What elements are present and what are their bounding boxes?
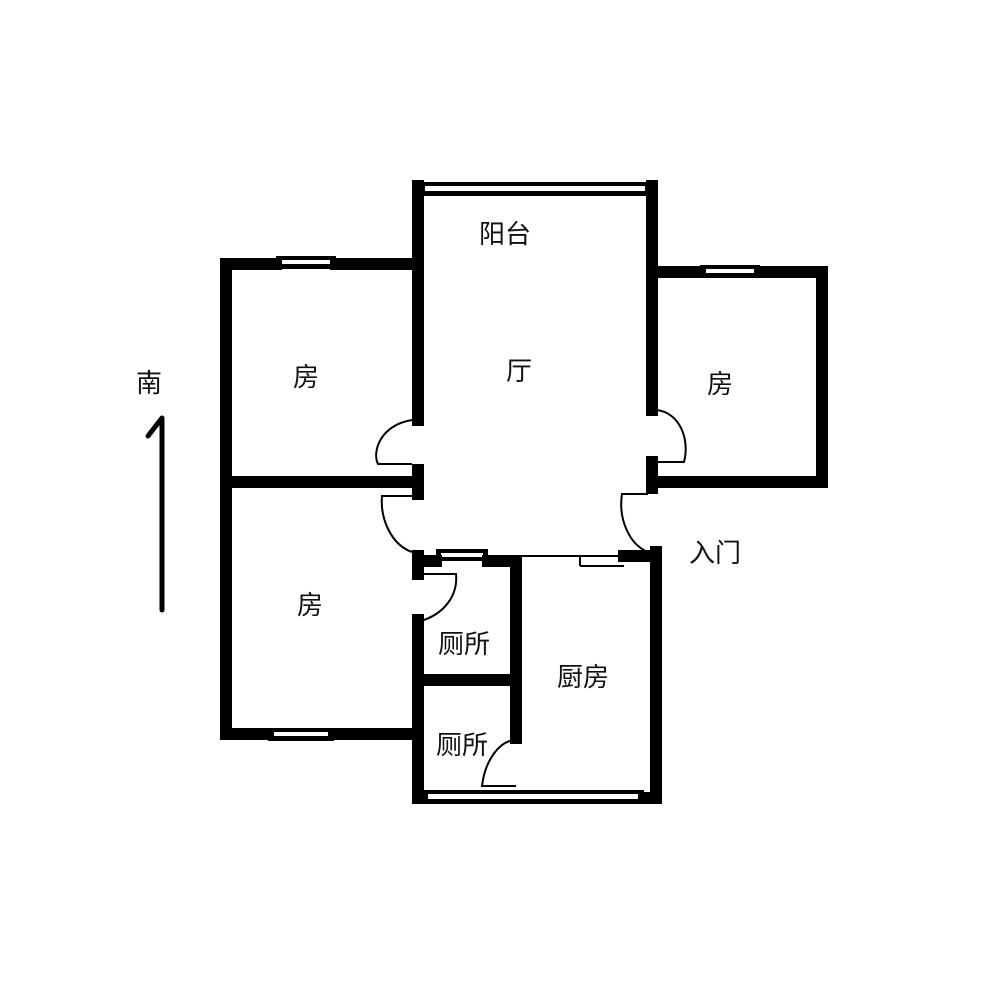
door-entrance	[620, 493, 649, 553]
label-living: 厅	[506, 357, 532, 387]
walls	[220, 180, 828, 804]
label-bedroom-north-left: 房	[293, 363, 319, 393]
compass-arrow	[145, 415, 165, 613]
window-bedroom-north-left	[276, 256, 336, 269]
windows	[268, 182, 760, 804]
door-bedroom-nl	[375, 419, 413, 465]
doors	[375, 409, 687, 787]
room-labels: 南 阳台 厅 房 房 房 厕所 厕所 厨房 入门	[136, 220, 741, 761]
label-entrance: 入门	[689, 539, 741, 569]
label-bedroom-right: 房	[707, 370, 733, 400]
window-toilet-upper	[436, 549, 488, 561]
compass-label: 南	[136, 369, 162, 399]
door-toilet-upper	[423, 573, 458, 621]
door-toilet-lower	[480, 739, 517, 787]
kitchen-sliding-door	[518, 555, 624, 567]
label-toilet-lower: 厕所	[436, 731, 488, 761]
window-bedroom-south-left	[268, 728, 334, 741]
door-bedroom-right	[655, 409, 687, 463]
label-balcony: 阳台	[479, 220, 531, 250]
label-toilet-upper: 厕所	[438, 630, 490, 660]
label-kitchen: 厨房	[557, 663, 609, 693]
door-bedroom-sl	[380, 495, 413, 553]
window-balcony-top	[420, 182, 650, 196]
window-bedroom-right	[700, 265, 760, 278]
window-bottom	[422, 790, 644, 804]
label-bedroom-south-left: 房	[297, 591, 323, 621]
